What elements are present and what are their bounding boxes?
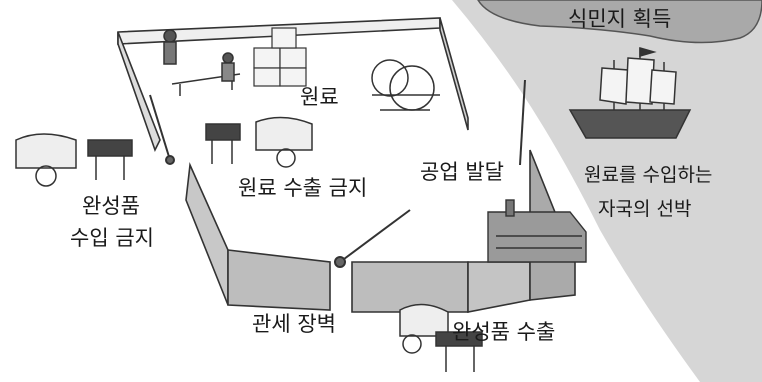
tariff-wall	[117, 17, 576, 313]
label-ship-line1: 원료를 수입하는	[584, 164, 713, 186]
spinning-machine	[371, 59, 440, 111]
workers	[163, 29, 241, 96]
label-finished-import-ban-1: 완성품	[82, 194, 140, 218]
barrier-gates	[149, 79, 526, 268]
factory	[487, 199, 587, 263]
ship	[568, 47, 692, 139]
sea	[452, 0, 762, 382]
label-colony-acquisition: 식민지 획득	[568, 7, 672, 31]
colony-island	[477, 0, 762, 44]
raw-material-boxes	[253, 27, 307, 87]
label-raw-export-ban: 원료 수출 금지	[238, 176, 368, 200]
label-finished-export: 완성품 수출	[452, 320, 556, 344]
label-ship-line2: 자국의 선박	[598, 198, 692, 220]
wagon-outside-left	[15, 133, 133, 187]
wagon-bottom	[399, 303, 483, 372]
label-tariff-wall: 관세 장벽	[252, 312, 336, 336]
label-raw-material: 원료	[300, 85, 339, 109]
label-industry-development: 공업 발달	[420, 160, 504, 184]
wagon-inside	[205, 116, 313, 168]
label-finished-import-ban-2: 수입 금지	[70, 226, 154, 250]
